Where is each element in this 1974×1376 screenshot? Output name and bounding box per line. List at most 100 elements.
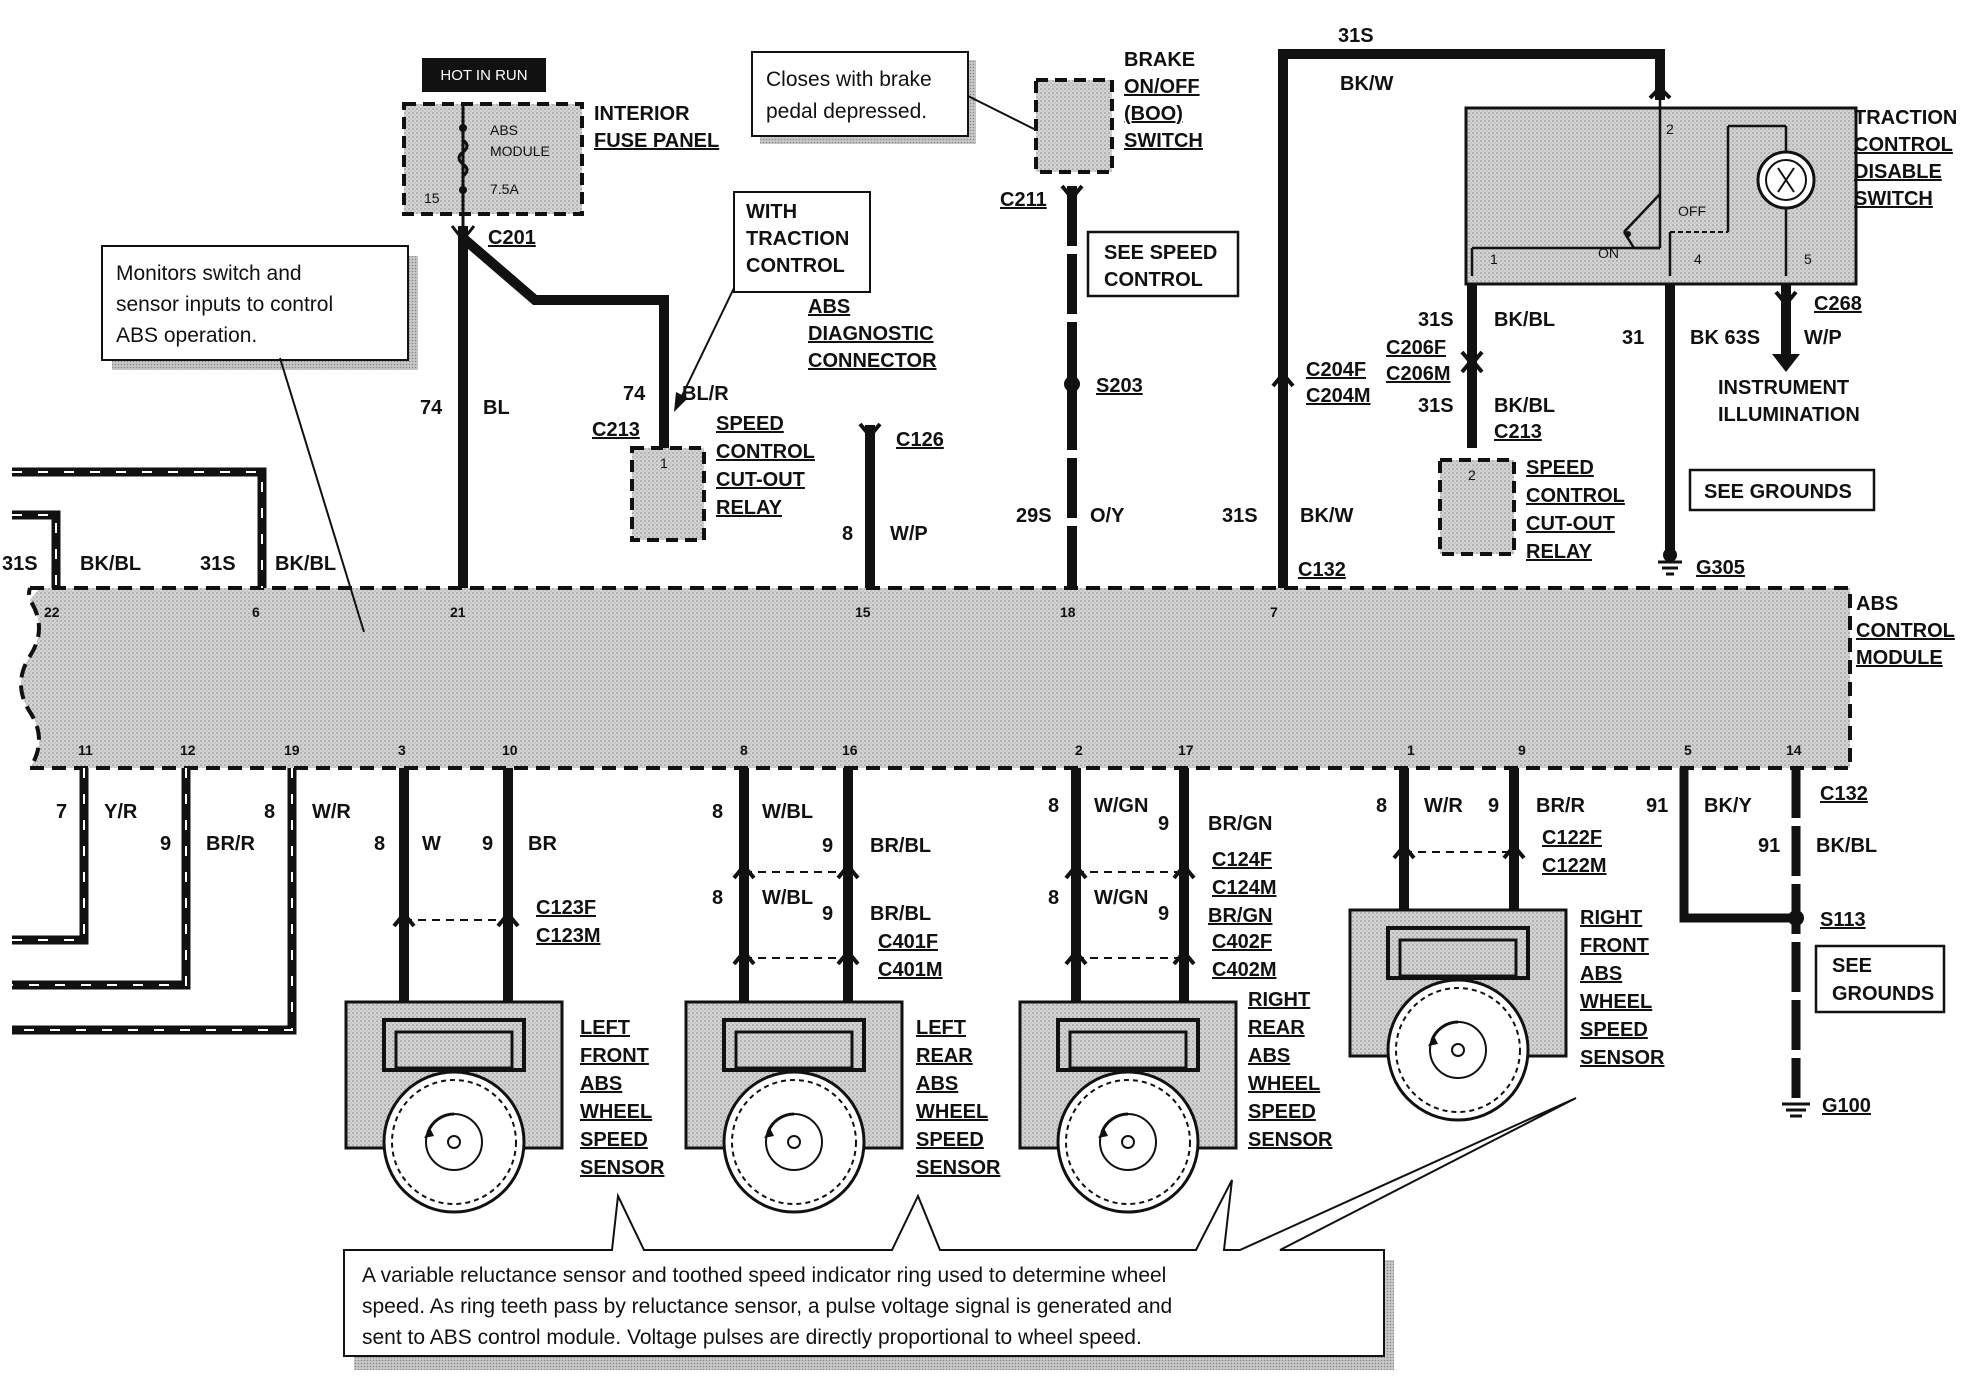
pin-21: 21 [450,604,466,620]
svg-text:C268: C268 [1814,293,1862,315]
svg-text:SENSOR: SENSOR [916,1157,1001,1179]
fuse-label-2: MODULE [490,143,550,159]
wires-rf [1399,768,1519,918]
svg-text:8: 8 [264,801,275,823]
svg-text:BK/W: BK/W [1300,505,1353,527]
svg-text:INSTRUMENT: INSTRUMENT [1718,377,1849,399]
fuse-panel-name-2: FUSE PANEL [594,130,719,152]
pin-5: 5 [1684,742,1692,758]
sensor-rr [1018,1000,1238,1214]
pin-2: 2 [1075,742,1083,758]
svg-text:Y/R: Y/R [104,801,138,823]
svg-text:1: 1 [1490,251,1498,267]
svg-text:BK/BL: BK/BL [1494,395,1555,417]
svg-text:RELAY: RELAY [1526,541,1593,563]
c211: C211 [1000,189,1047,211]
svg-text:SEE: SEE [1832,955,1872,977]
s203: S203 [1096,375,1143,397]
svg-text:Monitors switch and: Monitors switch and [116,262,302,285]
svg-text:9: 9 [1158,813,1169,835]
svg-text:8: 8 [842,523,853,545]
svg-text:CUT-OUT: CUT-OUT [716,469,805,491]
svg-text:31S: 31S [1338,25,1374,47]
module-bottom-pins: 11 12 19 3 10 8 16 2 17 1 9 5 14 [78,742,1802,758]
relay-left: 1 [630,446,706,542]
abs-control-module [19,586,1852,770]
see-grounds-box-1: SEE GROUNDS [1688,468,1876,512]
svg-text:WITH: WITH [746,201,797,223]
wires-rr [1071,768,1189,1010]
svg-text:SEE SPEED: SEE SPEED [1104,242,1217,264]
wires-left-bottom [12,768,297,1035]
w22-color: BK/BL [80,553,141,575]
svg-text:sent to ABS control module. Vo: sent to ABS control module. Voltage puls… [362,1326,1142,1349]
svg-text:CONTROL: CONTROL [746,255,845,277]
svg-text:SPEED: SPEED [1580,1019,1648,1041]
sensor-lr-label: LEFT REAR ABS WHEEL SPEED SENSOR [916,1017,1001,1179]
wire-74 [458,226,669,588]
svg-text:W/BL: W/BL [762,887,813,909]
svg-text:speed. As ring teeth pass by r: speed. As ring teeth pass by reluctance … [362,1295,1172,1318]
svg-text:W/R: W/R [1424,795,1463,817]
svg-text:RIGHT: RIGHT [1248,989,1310,1011]
svg-text:LEFT: LEFT [916,1017,966,1039]
svg-text:REAR: REAR [1248,1017,1305,1039]
sensor-lf-label: LEFT FRONT ABS WHEEL SPEED SENSOR [580,1017,665,1179]
svg-text:BK 63S: BK 63S [1690,327,1760,349]
svg-text:pedal depressed.: pedal depressed. [766,100,927,123]
w21b-num: 74 [623,383,646,405]
pin-15: 15 [855,604,871,620]
svg-text:LEFT: LEFT [580,1017,630,1039]
c126: C126 [896,429,944,451]
w6-num: 31S [200,553,236,575]
svg-text:ABS: ABS [580,1073,622,1095]
svg-text:CUT-OUT: CUT-OUT [1526,513,1615,535]
svg-text:C401F: C401F [878,931,938,953]
svg-text:CONTROL: CONTROL [1104,269,1203,291]
svg-text:C124F: C124F [1212,849,1272,871]
pin-16: 16 [842,742,858,758]
fuse-panel-name-1: INTERIOR [594,103,690,125]
svg-text:31S: 31S [1418,309,1454,331]
svg-text:W: W [422,833,441,855]
svg-text:SENSOR: SENSOR [1580,1047,1665,1069]
svg-text:C401M: C401M [878,959,942,981]
svg-text:9: 9 [160,833,171,855]
fuse-label-1: ABS [490,122,518,138]
svg-text:8: 8 [1048,887,1059,909]
svg-text:W/GN: W/GN [1094,887,1148,909]
svg-text:7: 7 [56,801,67,823]
svg-text:BR/R: BR/R [1536,795,1585,817]
sensor-lf [344,1000,564,1214]
boo-switch [1034,78,1114,174]
svg-text:BK/BL: BK/BL [1816,835,1877,857]
svg-text:(BOO): (BOO) [1124,103,1183,125]
svg-text:REAR: REAR [916,1045,973,1067]
svg-text:ABS: ABS [916,1073,958,1095]
svg-text:BR/BL: BR/BL [870,835,931,857]
traction-note: WITH TRACTION CONTROL [674,191,871,412]
svg-text:BR/BL: BR/BL [870,903,931,925]
svg-text:GROUNDS: GROUNDS [1832,983,1934,1005]
svg-text:8: 8 [1376,795,1387,817]
monitor-note: Monitors switch and sensor inputs to con… [101,245,418,633]
svg-text:A variable reluctance sensor a: A variable reluctance sensor and toothed… [362,1264,1166,1287]
hot-in-run: HOT IN RUN [440,67,527,84]
svg-text:29S: 29S [1016,505,1052,527]
svg-text:W/P: W/P [1804,327,1842,349]
svg-text:SPEED: SPEED [716,413,784,435]
svg-text:BR/R: BR/R [206,833,255,855]
pin-3: 3 [398,742,406,758]
c132-bottom: C132 [1820,783,1868,805]
see-grounds-box-2: SEE GROUNDS [1814,944,1946,1014]
svg-text:31S: 31S [1418,395,1454,417]
w22-num: 31S [2,553,38,575]
w21-color: BL [483,397,510,419]
svg-text:8: 8 [374,833,385,855]
pin-18: 18 [1060,604,1076,620]
w21b-color: BL/R [682,383,729,405]
pin-17: 17 [1178,742,1194,758]
svg-text:C204F: C204F [1306,359,1366,381]
svg-text:SENSOR: SENSOR [580,1157,665,1179]
svg-text:O/Y: O/Y [1090,505,1125,527]
